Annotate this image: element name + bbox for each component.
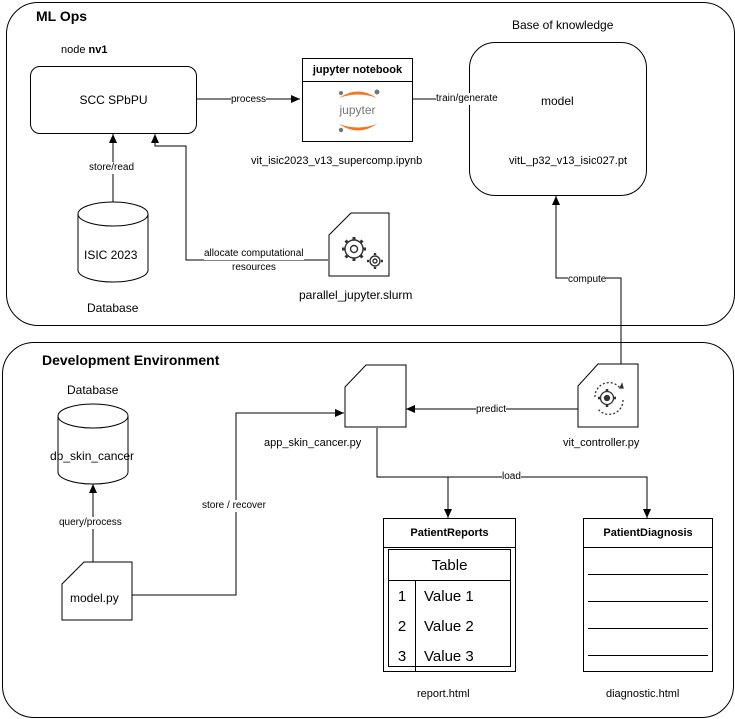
edge-label-process: process bbox=[231, 94, 267, 106]
table-row: 3 Value 3 bbox=[389, 641, 510, 671]
edge-load-diagnosis bbox=[448, 476, 651, 518]
jupyter-notebook-header: jupyter notebook bbox=[303, 59, 412, 82]
isic-database-label: ISIC 2023 bbox=[84, 248, 138, 262]
dev-database-caption: Database bbox=[67, 383, 119, 397]
edge-label-predict: predict bbox=[476, 404, 507, 416]
knowledge-base-title: Base of knowledge bbox=[512, 18, 614, 32]
edge-label-allocate-1: allocate computational bbox=[204, 248, 304, 260]
gears-icon bbox=[342, 237, 383, 269]
isic-database-caption: Database bbox=[87, 301, 139, 315]
patient-reports-table: PatientReports Table 1 Value 1 2 Value 2… bbox=[383, 518, 516, 672]
patient-reports-title: PatientReports bbox=[384, 519, 515, 548]
row-number: 2 bbox=[389, 611, 416, 641]
table-row: 2 Value 2 bbox=[389, 611, 510, 641]
row-number: 1 bbox=[389, 581, 416, 611]
diagnosis-row bbox=[588, 629, 708, 656]
patient-reports-inner-table: Table 1 Value 1 2 Value 2 3 Value 3 bbox=[388, 549, 511, 671]
model-document-label: model bbox=[541, 94, 574, 108]
row-value: Value 2 bbox=[424, 617, 474, 635]
controller-filename: vit_controller.py bbox=[563, 437, 640, 449]
scc-spbpu-box: SCC SPbPU bbox=[30, 66, 197, 134]
row-value: Value 3 bbox=[424, 647, 474, 665]
jupyter-notebook-box: jupyter notebook jupyter bbox=[302, 58, 413, 142]
node-label: node nv1 bbox=[61, 44, 108, 56]
edge-load-reports bbox=[376, 428, 452, 518]
db-skin-cancer-cylinder bbox=[57, 403, 129, 485]
edge-label-store-recover: store / recover bbox=[202, 500, 266, 512]
dev-env-title: Development Environment bbox=[42, 352, 220, 368]
edge-label-train-generate: train/generate bbox=[436, 93, 498, 105]
mlops-title: ML Ops bbox=[36, 8, 88, 24]
edge-label-compute: compute bbox=[568, 274, 607, 286]
slurm-document-shape bbox=[328, 212, 390, 277]
scc-spbpu-label: SCC SPbPU bbox=[79, 93, 148, 107]
table-row: 1 Value 1 bbox=[389, 581, 510, 611]
knowledge-base-box bbox=[469, 42, 647, 196]
jupyter-logo-icon: jupyter bbox=[303, 82, 412, 140]
app-filename: app_skin_cancer.py bbox=[264, 437, 362, 449]
diagnosis-row bbox=[588, 548, 708, 575]
report-filename: report.html bbox=[417, 688, 470, 700]
patient-diagnosis-title: PatientDiagnosis bbox=[584, 519, 712, 548]
patient-diagnosis-table: PatientDiagnosis bbox=[583, 518, 713, 672]
node-label-prefix: node bbox=[61, 44, 89, 56]
edge-label-load: load bbox=[502, 471, 521, 483]
inner-table-header: Table bbox=[389, 550, 510, 581]
edge-label-allocate-2: resources bbox=[232, 262, 276, 274]
isic-database-cylinder bbox=[77, 201, 149, 283]
model-py-label: model.py bbox=[70, 591, 119, 605]
refresh-gear-icon bbox=[594, 382, 624, 415]
edge-allocate bbox=[151, 134, 328, 261]
jupyter-logo-svg bbox=[338, 89, 380, 133]
node-label-name: nv1 bbox=[88, 44, 108, 56]
jupyter-logo-text: jupyter bbox=[339, 103, 376, 117]
row-value: Value 1 bbox=[424, 587, 474, 605]
edge-label-store-read: store/read bbox=[89, 162, 135, 174]
slurm-filename: parallel_jupyter.slurm bbox=[299, 288, 413, 302]
notebook-filename: vit_isic2023_v13_supercomp.ipynb bbox=[251, 155, 423, 167]
diagnosis-row bbox=[588, 575, 708, 602]
model-py-document-shape bbox=[61, 561, 133, 621]
diagnostic-filename: diagnostic.html bbox=[606, 688, 680, 700]
diagnosis-row bbox=[588, 602, 708, 629]
edge-label-query-process: query/process bbox=[59, 517, 122, 529]
model-filename: vitL_p32_v13_isic027.pt bbox=[509, 155, 628, 167]
db-skin-cancer-label: db_skin_cancer bbox=[50, 449, 135, 463]
app-document-shape bbox=[344, 364, 407, 428]
row-number: 3 bbox=[389, 641, 416, 671]
